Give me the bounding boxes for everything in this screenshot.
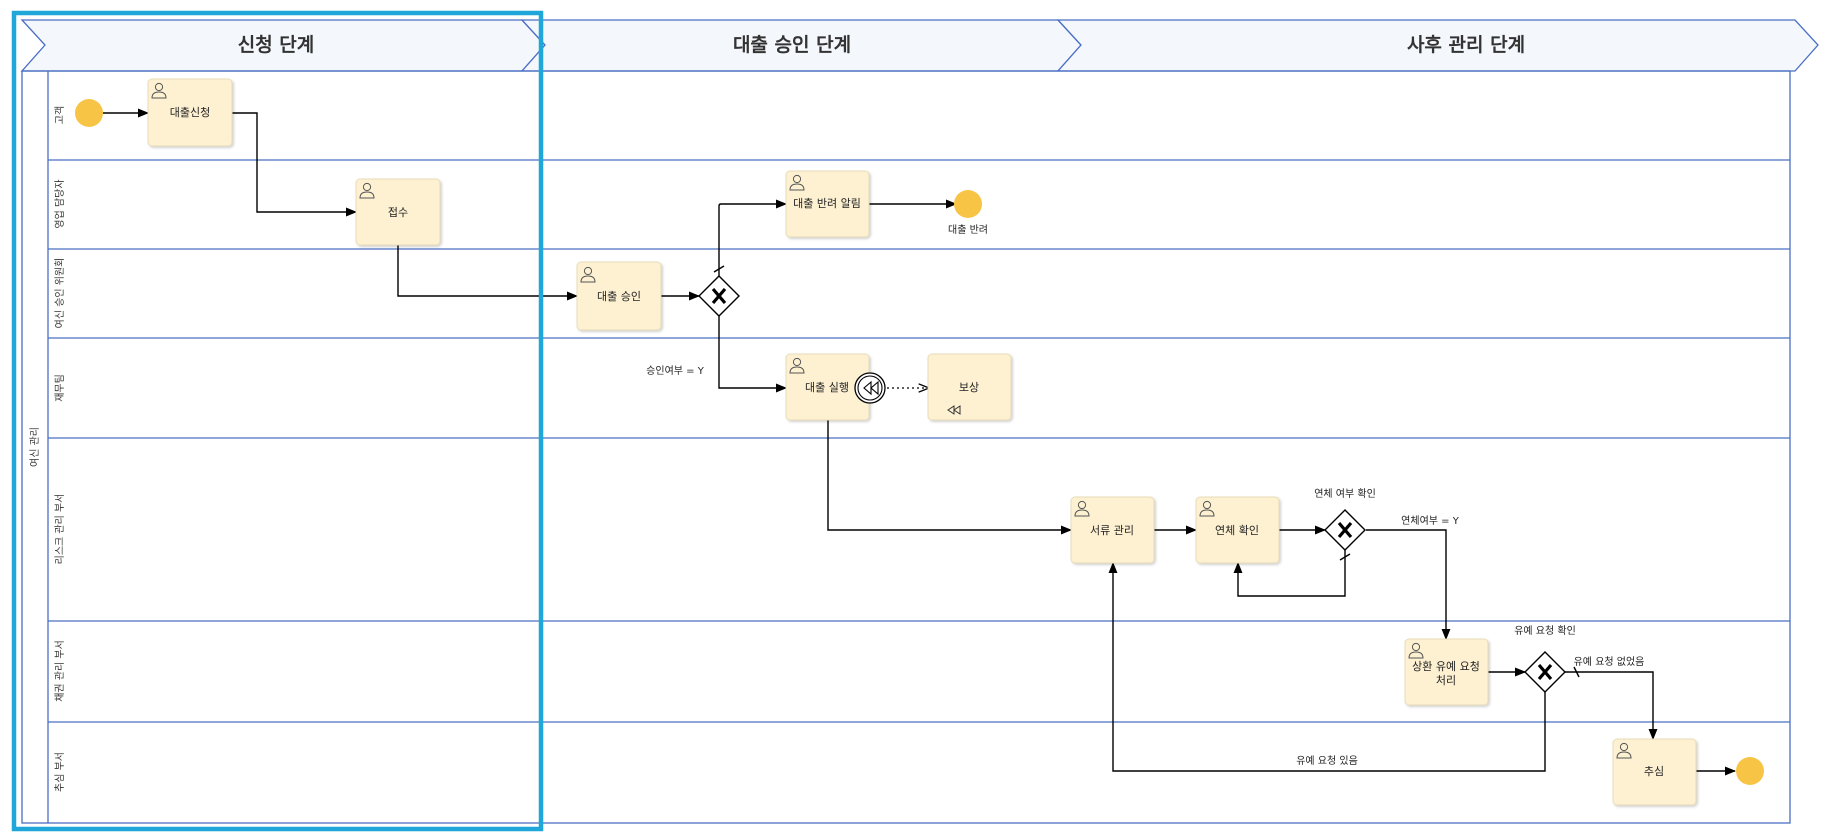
phase-header-1: 신청 단계	[20, 19, 546, 72]
task-label: 대출 반려 알림	[793, 196, 861, 210]
pool: 여신 관리	[21, 70, 1791, 824]
user-icon	[1408, 642, 1424, 659]
end-event-reject[interactable]	[954, 190, 982, 218]
default-flow-marks	[713, 265, 1580, 678]
task-apply[interactable]: 대출신청	[147, 78, 233, 147]
selection-highlight	[11, 10, 544, 832]
exclusive-gateway-x-icon	[1537, 663, 1553, 681]
compensation-icon	[947, 405, 961, 415]
task-label: 연체 확인	[1215, 524, 1259, 537]
task-compensate[interactable]: 보상	[927, 353, 1012, 421]
task-execute[interactable]: 대출 실행	[785, 353, 870, 421]
pool-label: 여신 관리	[29, 427, 41, 467]
lane-label-sales: 영업 담당자	[53, 179, 66, 228]
user-icon	[151, 82, 167, 99]
user-icon	[1616, 742, 1632, 759]
user-icon	[580, 266, 596, 283]
exclusive-gateway-x-icon	[1337, 521, 1353, 539]
task-grace-request[interactable]: 상환 유예 요청 처리	[1404, 638, 1489, 706]
end-event-collection[interactable]	[1736, 757, 1764, 785]
lane-label-risk: 리스크 관리 부서	[54, 494, 66, 565]
phase-label-3: 사후 관리 단계	[1407, 34, 1525, 56]
phase-label-2: 대출 승인 단계	[733, 34, 851, 56]
task-label: 접수	[388, 206, 408, 219]
end-event-label: 대출 반려	[948, 224, 988, 236]
task-label: 대출 실행	[805, 381, 849, 394]
user-icon	[789, 174, 805, 191]
task-label: 추심	[1644, 765, 1664, 778]
gateway-grace[interactable]	[1524, 651, 1566, 693]
gateway-label-overdue: 연체 여부 확인	[1314, 488, 1376, 500]
start-event[interactable]	[75, 99, 103, 127]
task-receive[interactable]: 접수	[355, 178, 441, 246]
lane-label-finance: 재무팀	[54, 374, 66, 402]
lane-label-committee: 여신 승인 위원회	[53, 258, 66, 329]
gateway-label-grace: 유예 요청 확인	[1514, 625, 1576, 637]
phase-header-2: 대출 승인 단계	[520, 19, 1082, 72]
compensation-boundary-event[interactable]	[854, 372, 886, 404]
task-collection[interactable]: 추심	[1612, 738, 1697, 806]
gateway-overdue[interactable]	[1324, 509, 1366, 551]
phase-header-3: 사후 관리 단계	[1056, 19, 1819, 72]
flow-label-has-grace: 유예 요청 있음	[1296, 755, 1358, 767]
task-label: 대출 승인	[597, 290, 641, 303]
compensation-icon	[863, 380, 879, 396]
task-label: 대출신청	[170, 106, 210, 119]
lane-label-collection: 추심 부서	[54, 752, 66, 792]
gateway-approval[interactable]	[698, 275, 740, 317]
sequence-flows	[103, 108, 1737, 776]
flow-label-overdue: 연체여부 = Y	[1401, 515, 1460, 527]
user-icon	[789, 357, 805, 374]
exclusive-gateway-x-icon	[711, 287, 727, 305]
task-overdue-check[interactable]: 연체 확인	[1195, 496, 1280, 564]
task-label: 보상	[959, 381, 979, 394]
task-documents[interactable]: 서류 관리	[1070, 496, 1155, 564]
flow-label-approval: 승인여부 = Y	[646, 365, 705, 377]
task-approve[interactable]: 대출 승인	[576, 261, 662, 331]
lane-label-customer: 고객	[54, 106, 66, 124]
user-icon	[1074, 500, 1090, 517]
lane-label-bond: 채권 관리 부서	[54, 640, 66, 702]
task-label-line2: 처리	[1436, 674, 1456, 687]
user-icon	[1199, 500, 1215, 517]
task-reject-notice[interactable]: 대출 반려 알림	[785, 170, 870, 238]
task-label-line1: 상환 유예 요청	[1412, 660, 1480, 673]
lane-separators	[48, 159, 1790, 723]
task-label: 서류 관리	[1090, 524, 1134, 537]
phase-label-1: 신청 단계	[238, 34, 315, 56]
flow-label-no-grace: 유예 요청 없었음	[1574, 655, 1645, 668]
user-icon	[359, 182, 375, 199]
